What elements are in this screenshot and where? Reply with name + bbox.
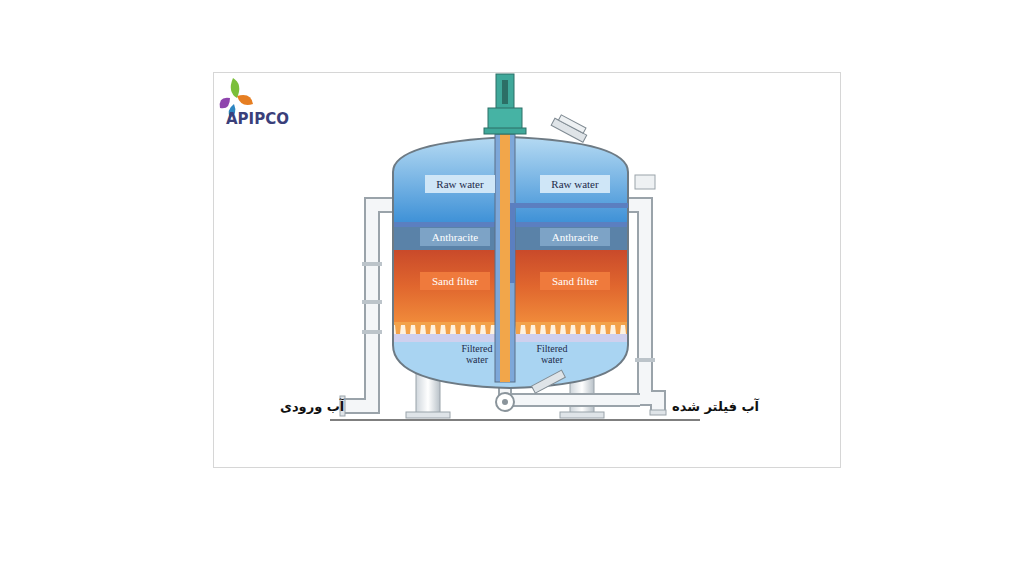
layer-label-box: Anthracite bbox=[420, 228, 490, 246]
logo-text: APIPCO bbox=[226, 112, 289, 128]
layer-label: Raw water bbox=[551, 178, 598, 190]
layer-label: Filtered water bbox=[530, 344, 574, 365]
layer-label-box: Sand filter bbox=[420, 272, 490, 290]
layer-label-box: Sand filter bbox=[540, 272, 610, 290]
layer-label: Sand filter bbox=[552, 275, 598, 287]
layer-label: Anthracite bbox=[552, 231, 598, 243]
layer-label-box: Anthracite bbox=[540, 228, 610, 246]
outlet-label: آب فیلتر شده bbox=[672, 400, 759, 414]
layer-label-box: Raw water bbox=[425, 175, 495, 193]
layer-label: Anthracite bbox=[432, 231, 478, 243]
inlet-label: آب ورودی bbox=[280, 400, 344, 414]
layer-label: Sand filter bbox=[432, 275, 478, 287]
layer-label: Raw water bbox=[436, 178, 483, 190]
layer-label: Filtered water bbox=[455, 344, 499, 365]
layer-label-box: Raw water bbox=[540, 175, 610, 193]
